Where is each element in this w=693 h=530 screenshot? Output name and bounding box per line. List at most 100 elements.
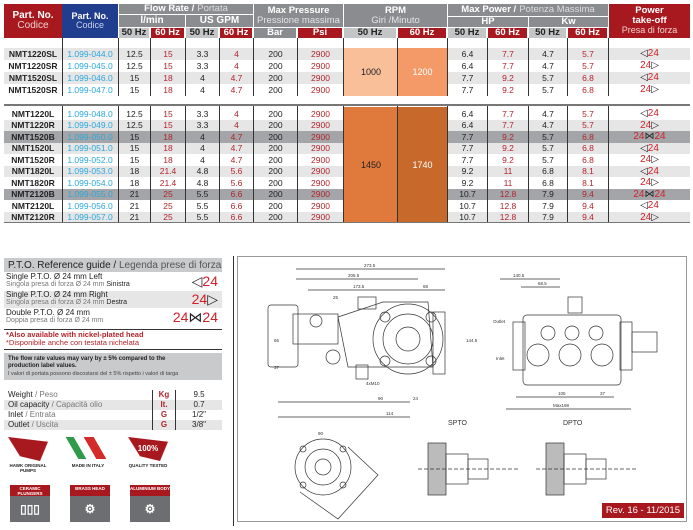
cell-psi: 2900 xyxy=(311,108,330,119)
cell-bar: 200 xyxy=(268,154,283,165)
hz-header: 50 Hz xyxy=(186,28,219,38)
cell-l50: 12.5 xyxy=(126,108,143,119)
cell-kw60: 6.8 xyxy=(582,72,594,83)
pto-item-it-text: Singola presa di forza Ø 24 mm xyxy=(6,299,107,306)
dim: Outlet xyxy=(493,319,506,324)
cell-bar: 200 xyxy=(268,131,283,142)
dim: 273.5 xyxy=(364,263,376,268)
cell-g60: 4 xyxy=(234,120,239,131)
cell-hp50: 10.7 xyxy=(459,212,476,223)
cell-l60: 18 xyxy=(163,72,173,83)
cell-kw50: 5.7 xyxy=(542,131,554,142)
cell-psi: 2900 xyxy=(311,212,330,223)
hz-header: 50 Hz xyxy=(448,28,487,38)
flange-view xyxy=(294,438,379,520)
right-triangle-icon: ▷ xyxy=(651,177,659,189)
cell-kw50: 7.9 xyxy=(542,189,554,200)
pto-item-it: Doppia presa di forza Ø 24 mm xyxy=(6,317,222,324)
dpto-label: DPTO xyxy=(563,420,583,427)
pto-item-symbol: 24▷ xyxy=(192,292,218,306)
cell-bar: 200 xyxy=(268,84,283,95)
tolerance-note-it: I valori di portata possono discostarsi … xyxy=(8,370,179,377)
aluminium-body-icon: ⚙ xyxy=(130,496,170,522)
cell-hp60: 12.8 xyxy=(499,212,517,223)
cell-kw50: 5.7 xyxy=(542,154,554,165)
cell-kw60: 5.7 xyxy=(582,48,594,59)
pto-symbol: ◁24 xyxy=(609,166,690,177)
label-it: Presa di forza xyxy=(621,25,678,36)
cell-code: 1.099-057.0 xyxy=(67,212,113,223)
spec-label-en: Weight xyxy=(8,390,33,399)
part-number: NMT1520SR xyxy=(8,84,58,95)
pto-size: 24 xyxy=(640,211,652,223)
hz-header: 60 Hz xyxy=(398,28,447,38)
cell-l60: 25 xyxy=(163,189,173,200)
cell-psi: 2900 xyxy=(311,177,330,188)
cell-l60: 21.4 xyxy=(159,166,177,177)
cell-l60: 15 xyxy=(163,120,173,131)
pto-size: 24 xyxy=(647,200,659,212)
cell-bar: 200 xyxy=(268,166,283,177)
dim: 90 xyxy=(378,396,384,401)
spec-label-en: Outlet xyxy=(8,420,30,429)
rpm-50hz: 1450 xyxy=(344,107,398,222)
left-triangle-icon: ◁ xyxy=(640,142,648,154)
cell-g50: 3.3 xyxy=(196,108,209,119)
column-divider xyxy=(343,106,344,222)
logo-caption: QUALITY TESTED xyxy=(128,463,168,468)
pump-drawing: 273.5 205.5 173.5 68 25 144.5 66 37 90 2… xyxy=(267,263,658,520)
cell-l50: 21 xyxy=(129,189,140,200)
column-divider xyxy=(185,106,186,222)
pto-item-en: Double P.T.O. Ø 24 mm xyxy=(6,308,90,317)
cell-kw50: 4.7 xyxy=(542,48,554,59)
pto-size: 24 xyxy=(191,291,208,307)
cell-l50: 21 xyxy=(129,212,140,223)
part-number: NMT1220SR xyxy=(8,60,58,71)
cell-g60: 4.7 xyxy=(230,154,243,165)
revision-label: Rev. 16 - 11/2015 xyxy=(601,503,684,518)
cell-l50: 12.5 xyxy=(126,120,143,131)
hz-header: Psi xyxy=(298,28,343,38)
cell-l50: 12.5 xyxy=(126,48,143,59)
cell-hp60: 7.7 xyxy=(502,120,514,131)
pto-symbol: 24▷ xyxy=(609,154,690,165)
label: Flow Rate / xyxy=(144,3,195,15)
hz-header: 50 Hz xyxy=(119,28,150,38)
nickel-note-it: *Disponibile anche con testata nichelata xyxy=(6,338,140,348)
column-divider xyxy=(62,106,63,222)
part-number: NMT2120L xyxy=(11,200,55,211)
cell-g60: 6.6 xyxy=(230,212,243,223)
title: P.T.O. Reference guide / xyxy=(8,260,117,271)
plungers-icon: ▯▯▯ xyxy=(10,496,50,522)
column-divider xyxy=(297,38,298,96)
spec-value: 3/8" xyxy=(192,420,206,429)
cell-hp50: 9.2 xyxy=(461,177,474,188)
label-it: Potenza Massima xyxy=(519,4,595,16)
cell-l60: 15 xyxy=(163,48,173,59)
double-triangle-icon: ⋈ xyxy=(188,309,203,325)
cell-hp50: 7.7 xyxy=(461,154,474,165)
cell-g60: 4.7 xyxy=(230,72,243,83)
spec-unit: Kg xyxy=(152,390,176,400)
dpto-view xyxy=(536,442,638,496)
column-divider xyxy=(528,38,529,96)
cell-g60: 4.7 xyxy=(230,143,243,154)
spec-label-en: Oil capacity xyxy=(8,400,50,409)
left-triangle-icon: ◁ xyxy=(640,72,648,84)
aluminium-body-logo: ALUMINIUM BODY⚙ xyxy=(130,485,170,522)
cell-hp50: 6.4 xyxy=(461,120,474,131)
pto-symbol: 24⋈24 xyxy=(609,131,690,142)
cell-l50: 18 xyxy=(129,166,140,177)
cell-kw50: 4.7 xyxy=(542,108,554,119)
pto-symbol: ◁24 xyxy=(609,200,690,211)
cell-code: 1.099-053.0 xyxy=(67,166,113,177)
tolerance-note-en: The flow rate values may vary by ± 5% co… xyxy=(8,355,166,370)
spec-unit: lt. xyxy=(152,400,176,410)
cell-kw50: 5.7 xyxy=(542,72,554,83)
part-number: NMT1820L xyxy=(11,166,55,177)
column-divider xyxy=(397,106,398,222)
label: Part. No. xyxy=(71,10,109,21)
